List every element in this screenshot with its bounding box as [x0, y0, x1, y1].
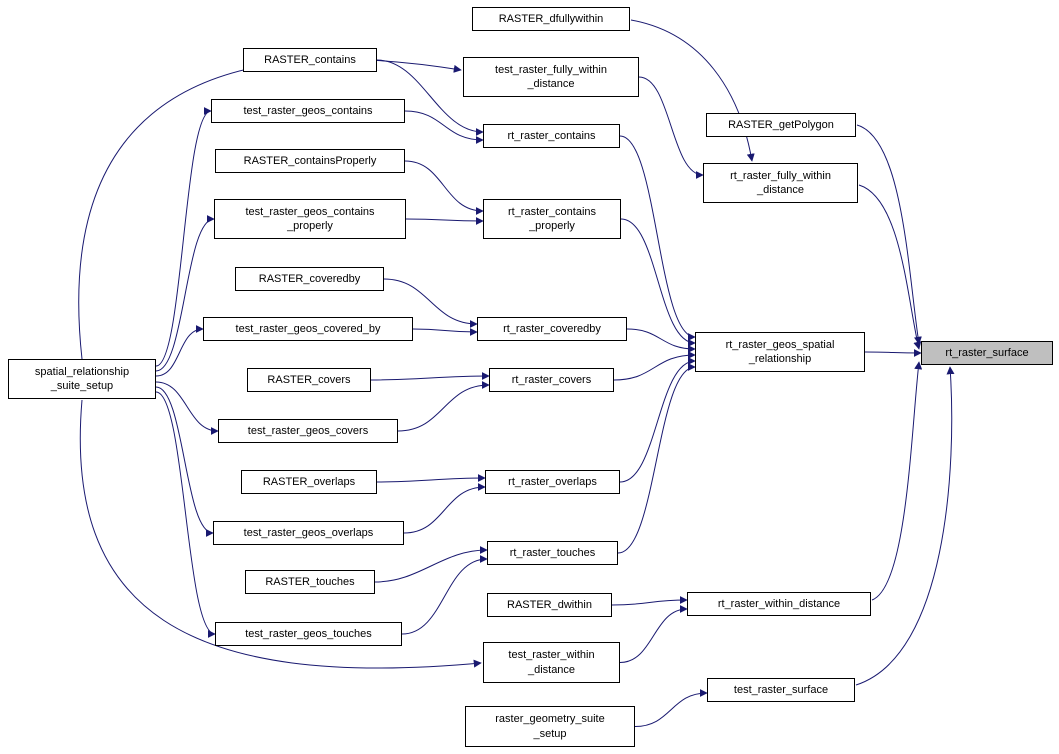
- node-RASTER_covers[interactable]: RASTER_covers: [247, 368, 371, 392]
- edge-RASTER_contains->rt_raster_contains: [376, 59, 484, 136]
- node-test_raster_geos_contains_properly[interactable]: test_raster_geos_contains _properly: [214, 199, 406, 239]
- node-RASTER_dwithin[interactable]: RASTER_dwithin: [487, 593, 612, 617]
- edge-RASTER_touches->rt_raster_touches: [374, 546, 488, 583]
- edge-test_raster_geos_covers->rt_raster_covers: [397, 381, 490, 432]
- node-test_raster_within_distance[interactable]: test_raster_within _distance: [483, 642, 620, 683]
- edge-spatial_relationship_suite_setup->test_raster_geos_touches: [155, 391, 216, 638]
- node-rt_raster_contains[interactable]: rt_raster_contains: [483, 124, 620, 148]
- node-rt_raster_overlaps[interactable]: rt_raster_overlaps: [485, 470, 620, 494]
- edge-test_raster_geos_overlaps->rt_raster_overlaps: [403, 483, 486, 534]
- edge-test_raster_geos_covered_by->rt_raster_coveredby: [412, 327, 478, 336]
- edge-test_raster_geos_contains_properly->rt_raster_contains_properly: [405, 216, 484, 225]
- node-test_raster_geos_covered_by[interactable]: test_raster_geos_covered_by: [203, 317, 413, 341]
- node-test_raster_fully_within_distance[interactable]: test_raster_fully_within _distance: [463, 57, 639, 97]
- edge-RASTER_dfullywithin->rt_raster_fully_within_distance: [630, 19, 755, 162]
- node-test_raster_geos_touches[interactable]: test_raster_geos_touches: [215, 622, 402, 646]
- edge-RASTER_covers->rt_raster_covers: [370, 372, 490, 381]
- edge-RASTER_overlaps->rt_raster_overlaps: [376, 474, 486, 483]
- node-rt_raster_touches[interactable]: rt_raster_touches: [487, 541, 618, 565]
- node-test_raster_surface[interactable]: test_raster_surface: [707, 678, 855, 702]
- edge-rt_raster_fully_within_distance->rt_raster_surface: [858, 184, 922, 350]
- edge-rt_raster_contains_properly->rt_raster_geos_spatial_relationship: [620, 218, 696, 347]
- edge-spatial_relationship_suite_setup->test_raster_geos_contains_properly: [155, 215, 215, 372]
- edge-raster_geometry_suite_setup->test_raster_surface: [634, 689, 708, 727]
- edge-spatial_relationship_suite_setup->test_raster_geos_covers: [155, 381, 219, 435]
- edge-test_raster_within_distance->rt_raster_within_distance: [619, 605, 688, 663]
- node-RASTER_coveredby[interactable]: RASTER_coveredby: [235, 267, 384, 291]
- node-rt_raster_contains_properly[interactable]: rt_raster_contains _properly: [483, 199, 621, 239]
- edge-test_raster_surface->rt_raster_surface: [855, 366, 955, 686]
- node-rt_raster_coveredby[interactable]: rt_raster_coveredby: [477, 317, 627, 341]
- edge-spatial_relationship_suite_setup->test_raster_geos_overlaps: [155, 386, 214, 537]
- edge-rt_raster_geos_spatial_relationship->rt_raster_surface: [864, 348, 922, 357]
- edge-rt_raster_touches->rt_raster_geos_spatial_relationship: [617, 363, 696, 554]
- edge-RASTER_coveredby->rt_raster_coveredby: [383, 278, 478, 328]
- edge-spatial_relationship_suite_setup->test_raster_geos_contains: [155, 107, 212, 367]
- edge-RASTER_containsProperly->rt_raster_contains_properly: [404, 160, 484, 215]
- node-RASTER_contains[interactable]: RASTER_contains: [243, 48, 377, 72]
- edge-rt_raster_covers->rt_raster_geos_spatial_relationship: [613, 351, 696, 381]
- edge-RASTER_getPolygon->rt_raster_surface: [856, 124, 922, 345]
- node-rt_raster_within_distance[interactable]: rt_raster_within_distance: [687, 592, 871, 616]
- node-RASTER_containsProperly[interactable]: RASTER_containsProperly: [215, 149, 405, 173]
- edge-RASTER_dwithin->rt_raster_within_distance: [611, 596, 688, 606]
- node-rt_raster_covers[interactable]: rt_raster_covers: [489, 368, 614, 392]
- edge-spatial_relationship_suite_setup->test_raster_within_distance: [79, 399, 482, 669]
- edge-rt_raster_within_distance->rt_raster_surface: [871, 361, 923, 601]
- node-raster_geometry_suite_setup[interactable]: raster_geometry_suite _setup: [465, 706, 635, 747]
- node-test_raster_geos_covers[interactable]: test_raster_geos_covers: [218, 419, 398, 443]
- edge-rt_raster_coveredby->rt_raster_geos_spatial_relationship: [626, 328, 696, 353]
- node-RASTER_dfullywithin[interactable]: RASTER_dfullywithin: [472, 7, 630, 31]
- node-RASTER_getPolygon[interactable]: RASTER_getPolygon: [706, 113, 856, 137]
- node-test_raster_geos_overlaps[interactable]: test_raster_geos_overlaps: [213, 521, 404, 545]
- node-spatial_relationship_suite_setup[interactable]: spatial_relationship _suite_setup: [8, 359, 156, 399]
- node-rt_raster_fully_within_distance[interactable]: rt_raster_fully_within _distance: [703, 163, 858, 203]
- node-rt_raster_surface: rt_raster_surface: [921, 341, 1053, 365]
- node-RASTER_overlaps[interactable]: RASTER_overlaps: [241, 470, 377, 494]
- edge-rt_raster_contains->rt_raster_geos_spatial_relationship: [619, 135, 696, 341]
- edge-test_raster_geos_touches->rt_raster_touches: [401, 555, 488, 635]
- edge-rt_raster_overlaps->rt_raster_geos_spatial_relationship: [619, 357, 696, 483]
- edge-spatial_relationship_suite_setup->test_raster_geos_covered_by: [155, 325, 204, 377]
- edge-test_raster_geos_contains->rt_raster_contains: [404, 110, 484, 144]
- node-RASTER_touches[interactable]: RASTER_touches: [245, 570, 375, 594]
- edge-test_raster_fully_within_distance->rt_raster_fully_within_distance: [638, 76, 704, 179]
- node-test_raster_geos_contains[interactable]: test_raster_geos_contains: [211, 99, 405, 123]
- node-rt_raster_geos_spatial_relationship[interactable]: rt_raster_geos_spatial _relationship: [695, 332, 865, 372]
